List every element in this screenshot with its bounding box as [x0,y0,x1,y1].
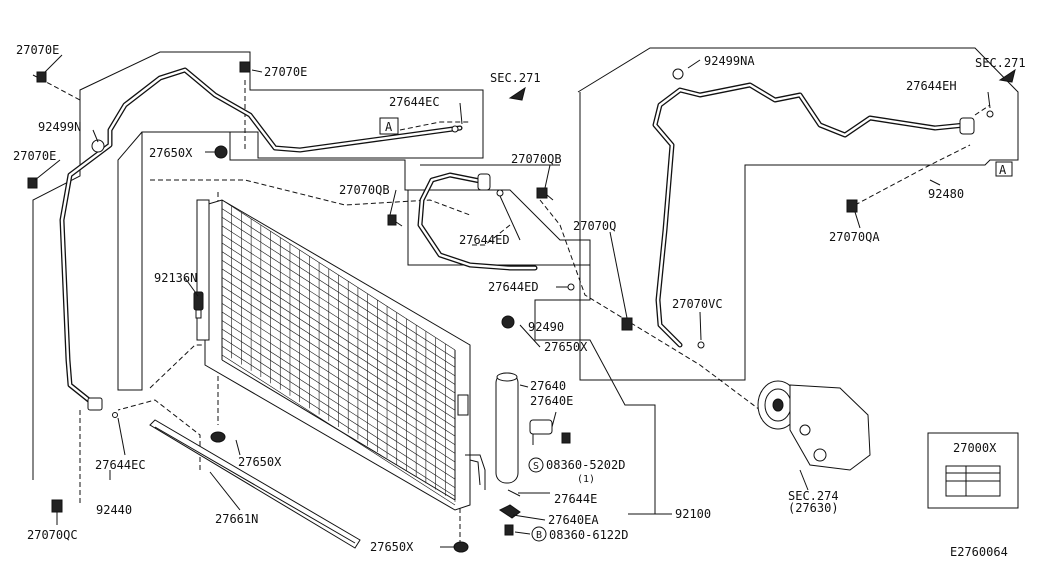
bolt-27070QA [846,199,858,213]
mount-rubber-bottom [453,541,469,553]
label-27070E-tl: 27070E [16,43,59,57]
label-27640: 27640 [530,379,566,393]
mount-rubber-low [210,431,226,443]
mount-rubber-top [214,145,228,159]
circle-s [528,457,544,473]
condenser-bracket [457,394,469,416]
label-bolt-s-qty: (1) [577,474,595,485]
bolt-27070E-left [27,177,38,189]
arrow-sec271-right [998,68,1016,83]
label-27650X-top: 27650X [149,146,193,160]
o-ring-27644EH [986,110,994,118]
bolt-27070QC [51,499,63,513]
label-bolt-s: 08360-5202D [546,458,625,472]
label-92100: 92100 [675,507,711,521]
cap-92499NA [672,68,684,80]
hose-92480-fitting [959,117,975,135]
label-27640E: 27640E [530,394,573,408]
label-92136N: 92136N [154,271,197,285]
label-27070QB-a: 27070QB [339,183,390,197]
pressure-switch-92136N [193,291,204,319]
label-sec274: SEC.274 [788,489,839,503]
bolt-27070E-tl [36,71,47,83]
mount-rubber-mid [501,315,515,329]
label-27644EC-upper: 27644EC [389,95,440,109]
cap-92499N [91,139,105,153]
label-27070QB-b: 27070QB [511,152,562,166]
circle-b-letter: B [536,530,542,541]
condenser-side-tank [196,199,210,341]
ref-a-right: A [999,163,1007,177]
o-ring-27644EC-low [112,412,118,418]
leader-8 [539,199,761,411]
o-ring-27644ED-top [496,189,504,197]
label-27644ED-b: 27644ED [488,280,539,294]
hose-92440-end [87,397,103,411]
leader-4 [150,179,471,216]
outline-92440 [32,51,484,480]
label-92480: 92480 [928,187,964,201]
arrow-sec271-left [508,86,526,101]
label-27070QA: 27070QA [829,230,880,244]
ref-a-left: A [385,120,393,134]
leader-11 [399,121,470,131]
bolt-27070QB-a [387,214,403,227]
diagram-id: E2760064 [950,545,1008,559]
compressor-sec274 [757,380,871,471]
circle-s-letter: S [533,461,539,472]
bolt-27070QB-b [536,187,554,201]
label-92490: 92490 [528,320,564,334]
label-27000X: 27000X [953,441,997,455]
o-ring-27070VC [697,341,705,349]
label-27650X-mid: 27650X [544,340,588,354]
o-ring-27644ED [567,283,575,291]
label-27650X-low: 27650X [238,455,282,469]
label-92499NA: 92499NA [704,54,755,68]
leader-7 [470,224,511,246]
condenser-core [221,199,456,506]
seal-strip-27661N [149,419,361,549]
bolt-27070Q [621,317,633,331]
label-27661N: 27661N [215,512,258,526]
label-27644ED-a: 27644ED [459,233,510,247]
label-27070E-left: 27070E [13,149,56,163]
label-27070VC: 27070VC [672,297,723,311]
label-27650X-bottom: 27650X [370,540,414,554]
label-sec271-right: SEC.271 [975,56,1026,70]
label-sec274-sub: (27630) [788,501,839,515]
label-27644E: 27644E [554,492,597,506]
hose-92490-fitting [477,173,491,191]
label-27640EA: 27640EA [548,513,599,527]
hose-92490 [417,172,538,271]
outline-92480 [577,47,1019,381]
label-92499N: 92499N [38,120,81,134]
leader-9 [854,144,971,206]
label-sec271-left: SEC.271 [490,71,541,85]
ref-a-left-box [379,117,399,135]
hose-92440-fitting [451,125,459,133]
label-bolt-b: 08360-6122D [549,528,628,542]
label-27070QC: 27070QC [27,528,78,542]
circle-b [531,526,547,542]
bolt-27070E-top [239,61,251,73]
label-27644EH: 27644EH [906,79,957,93]
label-27070Q: 27070Q [573,219,616,233]
label-92440: 92440 [96,503,132,517]
ref-a-right-box [995,161,1013,177]
label-27644EC-lower: 27644EC [95,458,146,472]
leader-10 [974,104,991,116]
label-27070E-top: 27070E [264,65,307,79]
